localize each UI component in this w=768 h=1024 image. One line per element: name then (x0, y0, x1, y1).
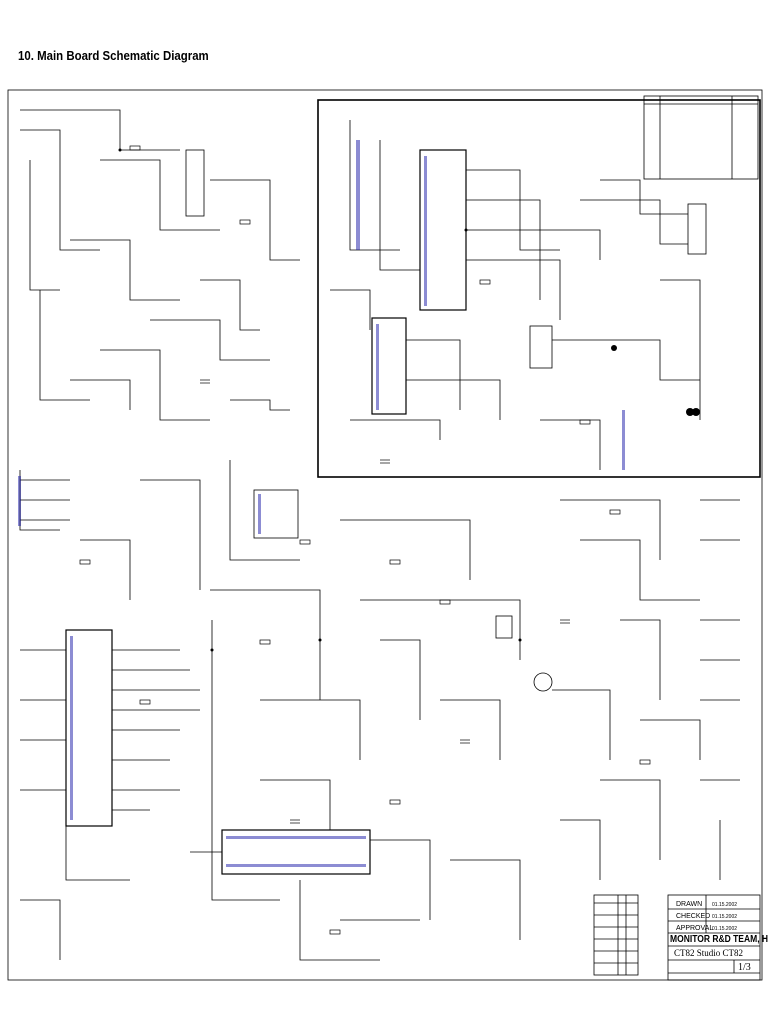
checked-date: 01.15.2002 (712, 914, 738, 920)
eeprom-ic (253, 489, 299, 539)
page-title: 10. Main Board Schematic Diagram (18, 48, 209, 63)
sheet-number: 1/3 (738, 962, 751, 973)
checked-label: CHECKED (676, 913, 711, 920)
inset-frame (317, 99, 761, 478)
approval-label: APPROVAL (676, 925, 714, 932)
deflection-ic (529, 325, 553, 369)
approval-date: 01.15.2002 (712, 926, 738, 932)
outer-frame (7, 89, 763, 981)
output-transistor (533, 672, 553, 692)
mcu-ic (65, 629, 113, 827)
hv-module (495, 615, 513, 639)
team-label: MONITOR R&D TEAM, Hansol (670, 934, 768, 945)
drawn-date: 01.15.2002 (712, 902, 738, 908)
dsub-connector (687, 203, 707, 255)
flyback-transformer (185, 149, 205, 217)
model-label: CT82 Studio CT82 (674, 948, 744, 958)
sync-ic (371, 317, 407, 415)
title-block (667, 894, 761, 981)
options-table (593, 894, 639, 976)
drawn-label: DRAWN (676, 901, 703, 908)
revision-table (643, 95, 759, 180)
